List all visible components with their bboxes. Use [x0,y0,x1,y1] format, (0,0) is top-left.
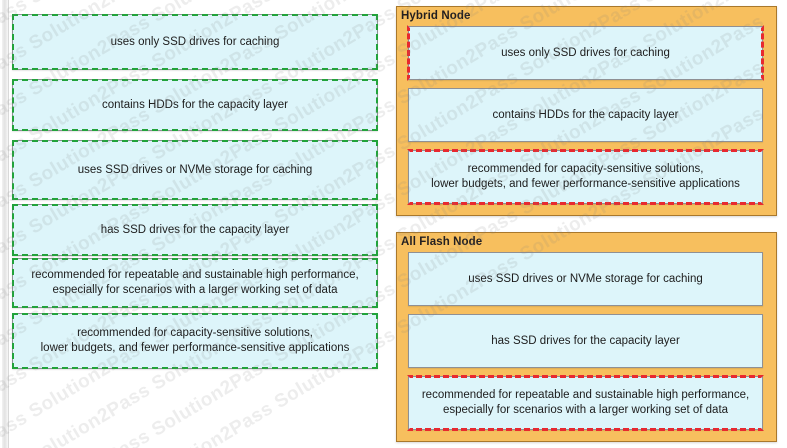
drop-box-label-line1: recommended for repeatable and sustainab… [421,389,750,401]
drop-box-label: contains HDDs for the capacity layer [492,108,679,121]
drop-box-hybrid-capacity-sensitive[interactable]: recommended for capacity-sensitive solut… [407,149,764,205]
drop-box-hybrid-contains-hdds[interactable]: contains HDDs for the capacity layer [408,88,763,142]
option-box-capacity-sensitive[interactable]: recommended for capacity-sensitive solut… [12,313,378,369]
drop-box-allflash-has-ssd-capacity[interactable]: has SSD drives for the capacity layer [408,314,763,368]
option-label-line2: especially for scenarios with a larger w… [52,284,338,296]
drop-box-label: uses SSD drives or NVMe storage for cach… [468,272,703,285]
drop-box-allflash-repeatable-performance[interactable]: recommended for repeatable and sustainab… [407,375,764,431]
option-label: recommended for capacity-sensitive solut… [31,326,360,356]
drop-box-label: uses only SSD drives for caching [501,46,670,59]
option-label: uses only SSD drives for caching [110,35,280,48]
option-label: recommended for repeatable and sustainab… [21,268,368,298]
panel-divider-rail [2,0,9,448]
panel-title-hybrid-node: Hybrid Node [401,10,471,22]
drop-box-label: recommended for repeatable and sustainab… [414,388,757,418]
option-box-contains-hdds[interactable]: contains HDDs for the capacity layer [12,79,378,131]
drop-box-label-line2: lower budgets, and fewer performance-sen… [431,178,740,190]
option-box-uses-only-ssd[interactable]: uses only SSD drives for caching [12,14,378,70]
drop-box-label: has SSD drives for the capacity layer [491,334,680,347]
option-box-repeatable-performance[interactable]: recommended for repeatable and sustainab… [12,258,378,308]
option-label-line1: recommended for capacity-sensitive solut… [77,327,313,339]
drop-box-allflash-uses-ssd-or-nvme[interactable]: uses SSD drives or NVMe storage for cach… [408,252,763,306]
option-label-line2: lower budgets, and fewer performance-sen… [40,342,350,354]
option-label: contains HDDs for the capacity layer [102,98,288,111]
option-box-has-ssd-capacity[interactable]: has SSD drives for the capacity layer [12,204,378,256]
drop-box-label: recommended for capacity-sensitive solut… [423,162,748,192]
option-box-uses-ssd-or-nvme[interactable]: uses SSD drives or NVMe storage for cach… [12,140,378,200]
panel-title-all-flash-node: All Flash Node [401,236,483,248]
option-label: uses SSD drives or NVMe storage for cach… [77,163,313,176]
drop-box-label-line1: recommended for capacity-sensitive solut… [467,163,704,175]
source-options-column: uses only SSD drives for caching contain… [0,0,392,448]
drop-box-label-line2: especially for scenarios with a larger w… [442,404,729,416]
drop-box-hybrid-uses-only-ssd[interactable]: uses only SSD drives for caching [407,25,764,81]
option-label: has SSD drives for the capacity layer [100,223,290,236]
option-label-line1: recommended for repeatable and sustainab… [31,269,359,281]
